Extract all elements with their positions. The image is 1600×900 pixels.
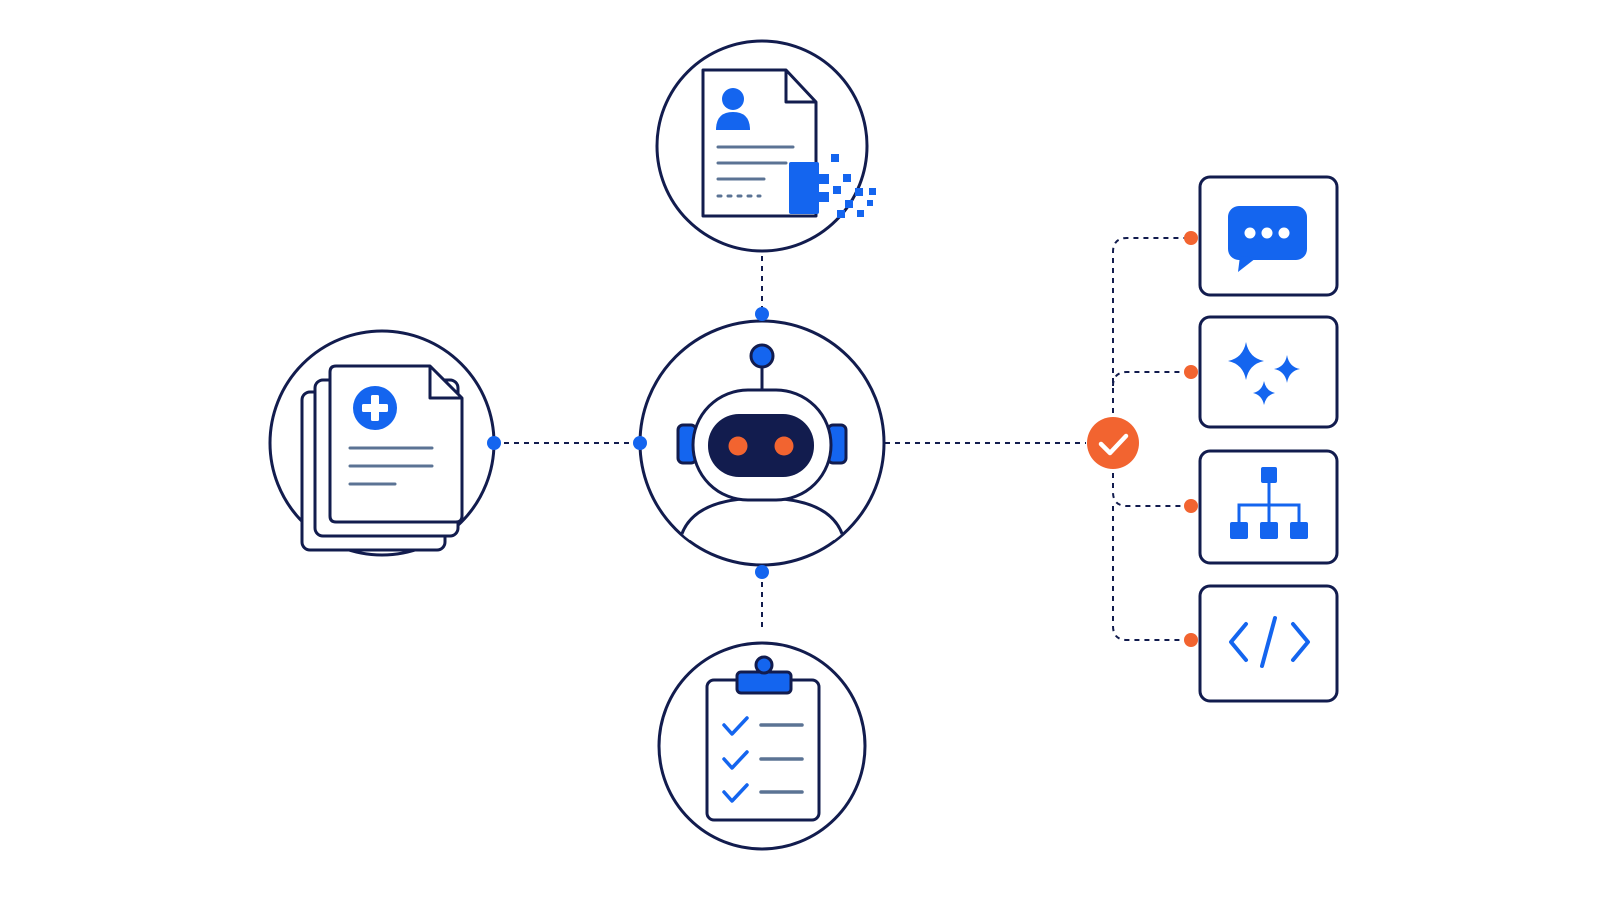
output-box-3: [1198, 449, 1339, 565]
output-box-4: [1198, 584, 1339, 703]
dot-left-node: [487, 436, 501, 450]
center-node: [638, 319, 886, 567]
bottom-node: [657, 641, 867, 851]
sparkles-icon: [1228, 342, 1300, 405]
branch-1: [1112, 237, 1188, 443]
medical-documents-icon: [300, 364, 464, 552]
check-icon: [1098, 433, 1129, 456]
branch-3: [1112, 443, 1188, 507]
branch-4: [1112, 506, 1188, 641]
dot-output-3: [1184, 499, 1198, 513]
id-document-data-icon: [701, 68, 876, 218]
dot-output-4: [1184, 633, 1198, 647]
code-icon: [1229, 616, 1310, 668]
dot-center-bottom: [755, 565, 769, 579]
dot-output-1: [1184, 231, 1198, 245]
output-box-1: [1198, 175, 1339, 297]
top-node: [655, 39, 876, 253]
checklist-clipboard-icon: [705, 655, 821, 822]
chat-bubble-icon: [1228, 206, 1307, 272]
branch-2: [1112, 371, 1188, 387]
dot-center-left: [633, 436, 647, 450]
output-box-2: [1198, 315, 1339, 429]
dot-center-top: [755, 307, 769, 321]
merge-node: [1087, 417, 1139, 469]
left-node: [268, 329, 496, 557]
hierarchy-icon: [1230, 467, 1308, 539]
connector-dots: [487, 231, 1198, 647]
dot-output-2: [1184, 365, 1198, 379]
check-badge: [1087, 417, 1139, 469]
connectors: [494, 237, 1188, 641]
robot-icon: [676, 343, 848, 541]
